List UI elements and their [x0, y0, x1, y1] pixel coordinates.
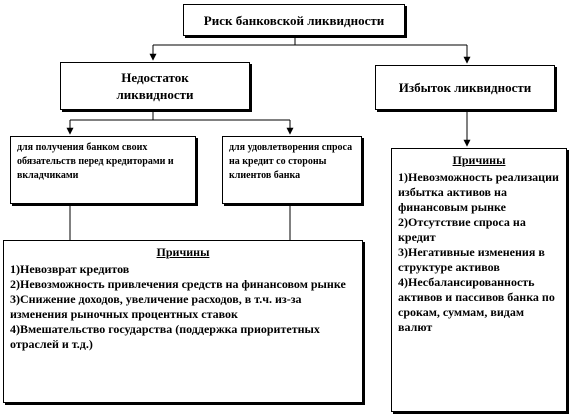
shortage-cause-item: 2)Невозможность привлечения средств на ф…: [10, 277, 346, 291]
shortage-title-line1: Недостаток: [121, 70, 189, 85]
excess-node: Избыток ликвидности: [375, 65, 555, 110]
shortage-causes-title: Причины: [156, 245, 210, 259]
excess-cause-item: 4)Несбалансированность активов и пассиво…: [398, 275, 555, 334]
shortage-cause-item: 1)Невозврат кредитов: [10, 262, 130, 276]
excess-title: Избыток ликвидности: [398, 80, 532, 95]
shortage-sub-right: для удовлетворения спроса на кредит со с…: [222, 136, 362, 204]
excess-causes-title: Причины: [452, 153, 506, 167]
root-title: Риск банковской ликвидности: [203, 12, 385, 28]
shortage-title-line2: ликвидности: [116, 87, 194, 102]
excess-cause-item: 3)Негативные изменения в структуре актив…: [398, 245, 545, 274]
shortage-sub-left: для получения банком своих обязательств …: [10, 136, 196, 204]
excess-cause-item: 1)Невозможность реализации избытка актив…: [398, 170, 559, 214]
excess-causes-box: Причины 1)Невозможность реализации избыт…: [391, 148, 567, 412]
shortage-cause-item: 3)Снижение доходов, увеличение расходов,…: [10, 292, 302, 321]
shortage-causes-box: Причины 1)Невозврат кредитов 2)Невозможн…: [3, 240, 363, 403]
root-node: Риск банковской ликвидности: [183, 4, 405, 36]
shortage-node: Недостаток ликвидности: [60, 62, 250, 110]
shortage-sub-left-text: для получения банком своих обязательств …: [17, 142, 174, 181]
excess-cause-item: 2)Отсутствие спроса на кредит: [398, 215, 526, 244]
shortage-cause-item: 4)Вмешательство государства (поддержка п…: [10, 322, 320, 351]
shortage-sub-right-text: для удовлетворения спроса на кредит со с…: [229, 142, 353, 181]
